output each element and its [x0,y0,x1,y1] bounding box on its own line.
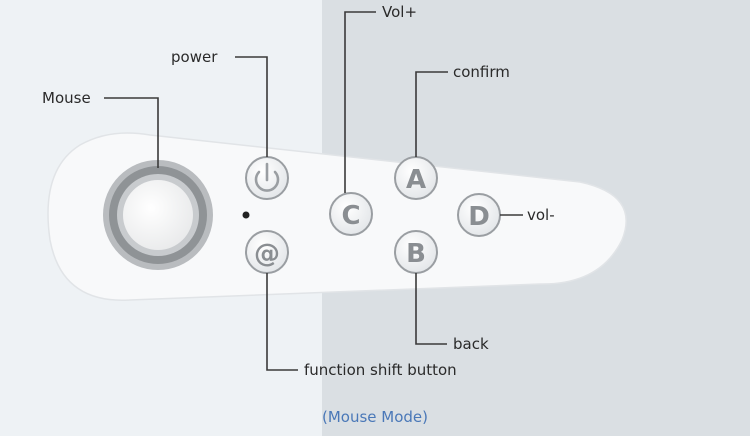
mouse-leader [104,97,159,168]
function-shift-leader [266,273,298,371]
mouse-label: Mouse [42,89,91,107]
vol-plus-label: Vol+ [382,3,418,21]
at-symbol: @ [254,239,280,269]
d-button[interactable]: D [457,193,501,237]
mouse-joystick[interactable] [103,160,213,270]
mode-caption: (Mouse Mode) [321,408,428,426]
leader-lines [104,11,523,371]
confirm-leader [415,71,448,157]
confirm-label: confirm [453,63,510,81]
vol-minus-label: vol- [527,206,555,224]
power-button[interactable] [245,156,289,200]
b-label: B [406,239,426,269]
function-shift-label: function shift button [304,361,457,379]
power-label: power [171,48,218,66]
d-label: D [468,202,490,232]
back-label: back [453,335,489,353]
vol-plus-leader [344,11,376,193]
a-button[interactable]: A [394,156,438,200]
c-button[interactable]: C [329,192,373,236]
a-label: A [406,165,426,195]
back-leader [415,273,447,345]
power-leader [235,56,268,157]
c-label: C [341,201,360,231]
indicator-led [242,211,250,219]
power-icon [254,162,280,192]
b-button[interactable]: B [394,230,438,274]
function-shift-button[interactable]: @ [245,230,289,274]
